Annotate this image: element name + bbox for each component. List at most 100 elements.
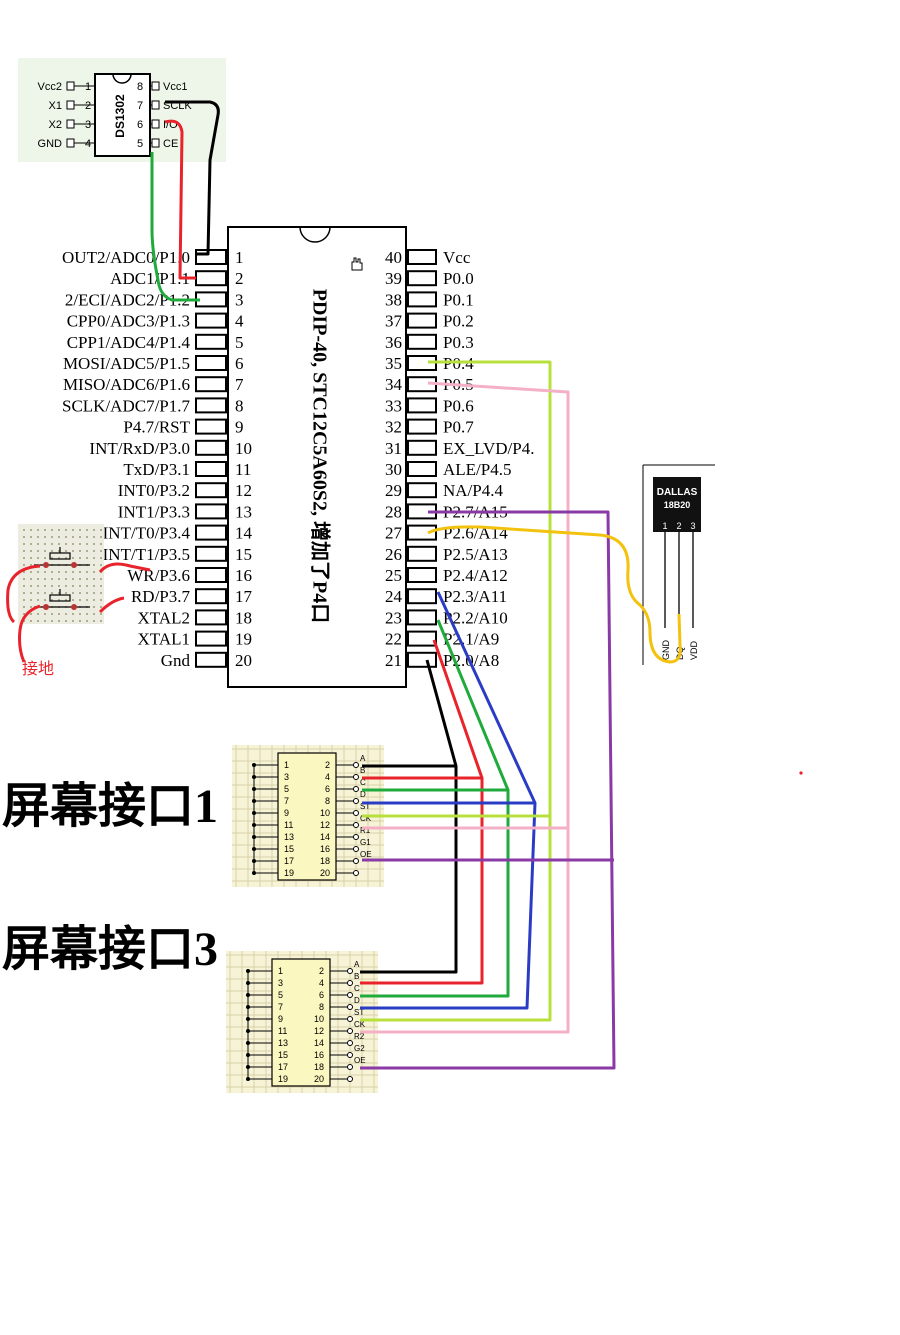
ground-label: 接地 — [22, 660, 54, 678]
wire-button-2 — [18, 596, 125, 663]
connector-signal-label: OE — [354, 1056, 366, 1065]
wires — [6, 100, 682, 1070]
mcu-pin-number: 38 — [385, 290, 402, 309]
connector-pin-odd: 19 — [278, 1074, 288, 1084]
wire-p04 — [360, 360, 552, 1022]
mcu-pin-number: 40 — [385, 248, 402, 267]
wire-p26 — [427, 525, 682, 664]
mcu-chip: PDIP-40, STC12C5A60S2, 增加了P4口 OUT2/ADC0/… — [62, 226, 534, 688]
mcu-pin-number: 33 — [385, 396, 402, 415]
mcu-pin-label: P2.1/A9 — [443, 630, 499, 649]
sensor-pin-label: GND — [661, 640, 671, 661]
connector-pin-odd: 7 — [278, 1002, 283, 1012]
mcu-pin-number: 24 — [385, 587, 403, 606]
push-button-1 — [34, 547, 90, 568]
mcu-body — [227, 226, 407, 688]
sensor-brand: DALLAS — [657, 487, 698, 498]
mcu-pin-label: P2.5/A13 — [443, 545, 508, 564]
ds1302-body — [94, 73, 151, 157]
sensor-pin-number: 2 — [676, 521, 681, 531]
mcu-title: PDIP-40, STC12C5A60S2, 增加了P4口 — [308, 289, 332, 623]
ds1302-pin-label: X1 — [49, 100, 62, 112]
connector-pin-odd: 11 — [284, 820, 293, 830]
mcu-pin-number: 14 — [235, 524, 253, 543]
connector-signal-label: R1 — [360, 826, 371, 835]
ds1302-pin-label: Vcc2 — [38, 81, 62, 93]
mcu-pin-number: 16 — [235, 566, 252, 585]
connector-body — [277, 752, 337, 881]
ds1302-pin-label: CE — [163, 138, 178, 150]
connector-pin-even: 14 — [314, 1038, 324, 1048]
mcu-pin-label: NA/P4.4 — [443, 481, 503, 500]
connector-pin-even: 18 — [314, 1062, 324, 1072]
ds1302-notch — [112, 73, 132, 84]
wire-p23 — [360, 591, 537, 1010]
connector-signal-label: ST — [354, 1008, 364, 1017]
ds1302-pin-number: 5 — [137, 138, 143, 150]
connector-pin-odd: 1 — [278, 966, 283, 976]
connector-signal-label: OE — [360, 850, 372, 859]
mcu-pin-label: Vcc — [443, 248, 471, 267]
connector-signal-label: C — [354, 984, 360, 993]
screen1-title: 屏幕接口1 — [2, 780, 218, 833]
connector-pin-even: 14 — [320, 832, 330, 842]
mcu-pin: WR/P3.6 16 — [127, 566, 252, 585]
connector-signal-label: R2 — [354, 1032, 365, 1041]
connector-pin-even: 20 — [314, 1074, 324, 1084]
ds1302-pin: 5 CE — [137, 138, 178, 150]
mcu-pin-number: 13 — [235, 502, 252, 521]
mcu-pin-label: INT/T0/P3.4 — [103, 524, 191, 543]
connector-pin-even: 16 — [314, 1050, 324, 1060]
mcu-pin: 29 NA/P4.4 — [385, 481, 503, 500]
mcu-pin-label: INT/RxD/P3.0 — [89, 439, 190, 458]
sensor-model: 18B20 — [664, 500, 691, 510]
mcu-pin-number: 39 — [385, 269, 402, 288]
mcu-pin-label: P0.2 — [443, 312, 474, 331]
connector-pin-even: 8 — [325, 796, 330, 806]
mcu-pin-label: INT1/P3.3 — [118, 502, 190, 521]
mcu-pin-number: 19 — [235, 630, 252, 649]
mcu-pin-label: P2.2/A10 — [443, 608, 508, 627]
mcu-pin-number: 23 — [385, 608, 402, 627]
mcu-pin-label: WR/P3.6 — [127, 566, 190, 585]
mcu-pin-label: SCLK/ADC7/P1.7 — [62, 396, 190, 415]
mcu-pin-number: 29 — [385, 481, 402, 500]
connector-pin-odd: 9 — [284, 808, 289, 818]
connector-pin-odd: 15 — [284, 844, 294, 854]
ds1302-pin-label: Vcc1 — [163, 81, 187, 93]
mcu-pin: 40 Vcc — [385, 248, 471, 267]
connector-signal-label: A — [360, 754, 366, 763]
wire-p05 — [360, 381, 570, 1034]
wire-p21 — [360, 639, 484, 985]
connector-pin-odd: 13 — [278, 1038, 288, 1048]
mcu-pin-label: P2.4/A12 — [443, 566, 508, 585]
connector-pin-odd: 19 — [284, 868, 294, 878]
mcu-pin-label: RD/P3.7 — [131, 587, 191, 606]
connector-pin-even: 18 — [320, 856, 330, 866]
connector-pin-even: 6 — [319, 990, 324, 1000]
mcu-pin-number: 20 — [235, 651, 252, 670]
ds1302-name: DS1302 — [113, 94, 127, 138]
wire-sclk — [165, 100, 220, 256]
mcu-pin-label: XTAL2 — [138, 608, 190, 627]
mcu-pin-label: CPP0/ADC3/P1.3 — [67, 312, 190, 331]
mcu-pin-number: 1 — [235, 248, 244, 267]
